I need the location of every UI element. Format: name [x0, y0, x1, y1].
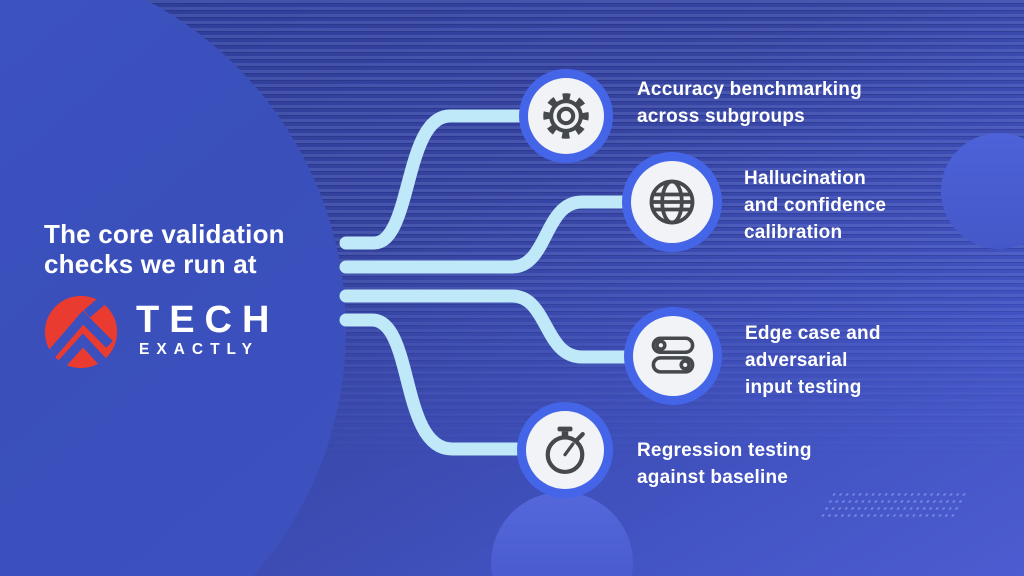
label-accuracy: Accuracy benchmarking across subgroups [637, 76, 862, 130]
toggles-icon [651, 336, 695, 374]
node-edge-case [624, 307, 722, 405]
brand-name: TECH [136, 299, 280, 341]
page-title-line-2: checks we run at [44, 249, 257, 279]
brand-logo-mark-icon [44, 294, 118, 370]
label-hallucination-line-3: calibration [744, 222, 843, 243]
label-edge-case-line-3: input testing [745, 377, 862, 398]
page-title-line-1: The core validation [44, 219, 285, 249]
label-hallucination-line-1: Hallucination [744, 168, 866, 189]
page-title: The core validation checks we run at [44, 219, 364, 279]
brand-logo: TECH EXACTLY [43, 294, 363, 374]
label-edge-case-line-1: Edge case and [745, 323, 881, 344]
brand-subname: EXACTLY [139, 341, 259, 358]
label-hallucination-line-2: and confidence [744, 195, 887, 216]
label-edge-case: Edge case and adversarial input testing [745, 320, 881, 401]
node-regression-circle [526, 411, 604, 489]
gear-icon [543, 93, 589, 139]
label-regression-line-1: Regression testing [637, 440, 812, 461]
node-edge-case-circle [633, 316, 713, 396]
label-regression: Regression testing against baseline [637, 437, 812, 491]
node-hallucination [622, 152, 722, 252]
stopwatch-icon [545, 426, 585, 475]
label-accuracy-line-2: across subgroups [637, 106, 805, 127]
node-regression [517, 402, 613, 498]
label-regression-line-2: against baseline [637, 467, 789, 488]
label-hallucination: Hallucination and confidence calibration [744, 165, 886, 246]
node-accuracy-circle [528, 78, 604, 154]
label-edge-case-line-2: adversarial [745, 350, 848, 371]
decor-dot-pattern [817, 491, 971, 520]
label-accuracy-line-1: Accuracy benchmarking [637, 79, 862, 100]
decor-circle-right [941, 133, 1024, 249]
node-hallucination-circle [631, 161, 713, 243]
globe-icon [649, 179, 695, 225]
node-accuracy [519, 69, 613, 163]
